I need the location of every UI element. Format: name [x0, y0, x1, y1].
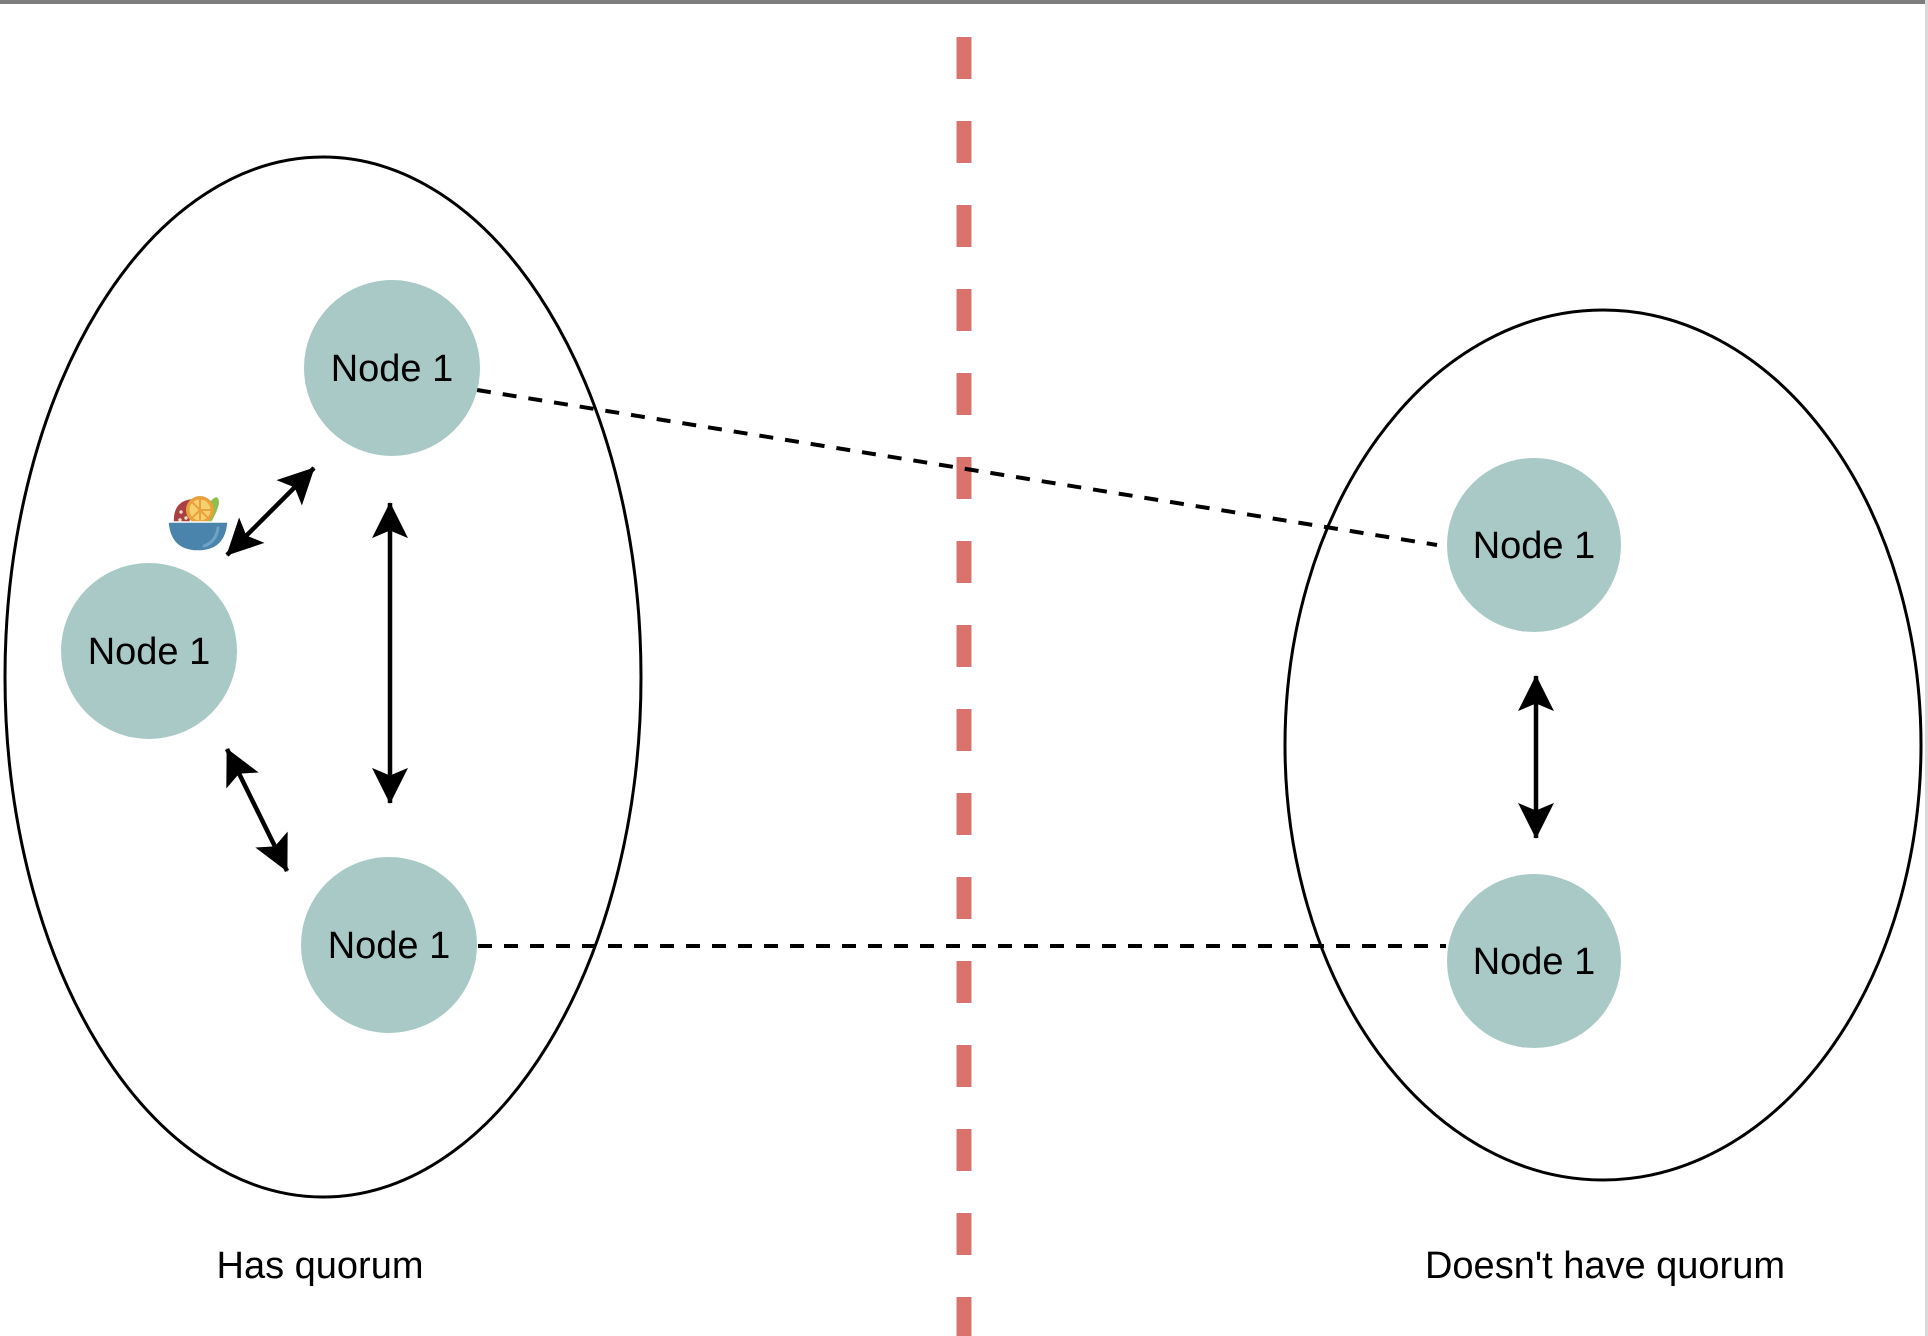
right-node-bottom-circle	[1447, 874, 1621, 1048]
left-arrow-node2-node3	[224, 748, 290, 872]
left-node-top-label: Node 1	[331, 348, 454, 390]
left-cluster-ellipse	[3, 155, 643, 1199]
orange-segments	[191, 499, 211, 521]
seed	[184, 516, 188, 520]
left-node-middle-label: Node 1	[88, 631, 211, 673]
left-node-bottom: Node 1	[301, 857, 477, 1033]
fruit-bowl-icon	[167, 496, 229, 552]
left-node-middle-circle	[61, 563, 237, 739]
seed	[179, 510, 183, 514]
left-node-bottom-circle	[301, 857, 477, 1033]
bowl	[167, 521, 229, 552]
seed	[178, 518, 182, 522]
right-cluster-ellipse	[1283, 308, 1923, 1182]
right-node-bottom: Node 1	[1447, 874, 1621, 1048]
right-node-top: Node 1	[1447, 458, 1621, 632]
left-arrow-node2-node1	[225, 466, 316, 557]
right-node-bottom-label: Node 1	[1473, 941, 1596, 983]
left-node-middle: Node 1	[61, 563, 237, 739]
broken-link-top	[476, 388, 1438, 547]
left-group-caption: Has quorum	[217, 1245, 424, 1287]
right-node-top-label: Node 1	[1473, 525, 1596, 567]
left-node-bottom-label: Node 1	[328, 925, 451, 967]
left-node-top: Node 1	[304, 280, 480, 456]
top-window-edge	[0, 0, 1928, 4]
right-node-top-circle	[1447, 458, 1621, 632]
right-window-edge	[1925, 0, 1928, 1336]
right-group-caption: Doesn't have quorum	[1425, 1245, 1785, 1287]
bowl-highlight	[202, 526, 220, 548]
left-node-top-circle	[304, 280, 480, 456]
